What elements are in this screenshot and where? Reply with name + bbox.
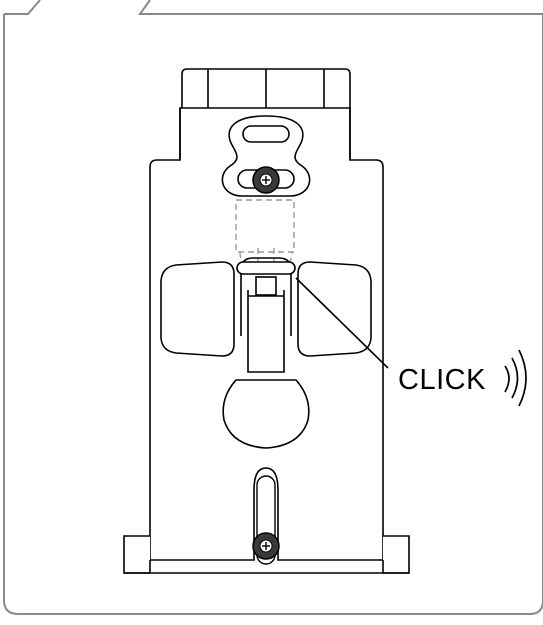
- screw-icon-bottom: [252, 532, 280, 560]
- right-window: [297, 261, 372, 357]
- bottom-feet: [123, 535, 410, 574]
- top-cap: [181, 68, 351, 108]
- latch-tongue: [236, 257, 296, 373]
- lower-round-opening: [222, 379, 310, 449]
- callout-leader-line: [295, 277, 389, 369]
- bracket-plate: [149, 107, 384, 561]
- click-callout-label: CLICK: [398, 364, 486, 396]
- sound-waves-icon: [504, 349, 527, 407]
- left-window: [160, 261, 235, 357]
- screw-icon-top: [252, 166, 280, 194]
